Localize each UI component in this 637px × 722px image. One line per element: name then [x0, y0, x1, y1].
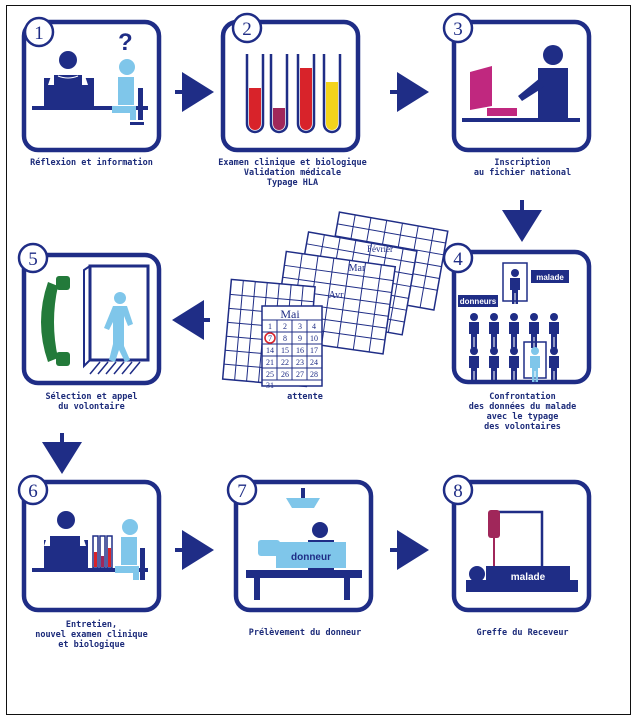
- donor-operation-icon: [246, 488, 362, 600]
- day: 28: [310, 370, 318, 379]
- day: 4: [312, 322, 316, 331]
- may-days: 1 2 3 4 7 8 9 10 14 15 16 17 21 22 23 24…: [266, 322, 318, 390]
- reflection-icon: ?: [32, 29, 148, 125]
- day: 9: [298, 334, 302, 343]
- calendar-back-month-2: Mar: [349, 263, 366, 274]
- malade-bed-label: malade: [511, 572, 546, 583]
- step-3-panel: 3: [442, 12, 592, 153]
- step-3-badge: [442, 12, 474, 44]
- matched-volunteer: [530, 347, 540, 382]
- calendar-month: Mai: [280, 307, 300, 321]
- step-4-panel: 4 malade donneurs: [442, 242, 592, 385]
- day: 16: [296, 346, 304, 355]
- step-3-caption: Inscription au fichier national: [473, 158, 572, 178]
- calendar-back-month-3: Février: [367, 244, 393, 254]
- step-2-badge: [231, 12, 263, 44]
- day: 27: [296, 370, 304, 379]
- day: 2: [283, 322, 287, 331]
- svg-text:?: ?: [118, 29, 133, 56]
- step-8-number: 8: [453, 481, 463, 502]
- step-7-caption: Prélèvement du donneur: [248, 628, 362, 638]
- day: 10: [310, 334, 318, 343]
- day: 1: [268, 322, 272, 331]
- day: 24: [310, 358, 318, 367]
- step-2-panel: 2: [220, 12, 361, 153]
- day: 15: [281, 346, 289, 355]
- step-6-badge: [17, 474, 49, 506]
- step-1-number: 1: [34, 23, 44, 44]
- day: 23: [296, 358, 304, 367]
- interview-icon: [32, 511, 148, 580]
- day: 31: [266, 381, 274, 390]
- day: 26: [281, 370, 289, 379]
- step-4-caption: Confrontation des données du malade avec…: [468, 392, 577, 432]
- step-7-badge: [226, 474, 258, 506]
- step-7-number: 7: [237, 481, 247, 502]
- step-2-caption: Examen clinique et biologique Validation…: [218, 158, 367, 188]
- step-5-caption: Sélection et appel du volontaire: [45, 392, 138, 412]
- step-5-badge: [17, 242, 49, 274]
- day: 21: [266, 358, 274, 367]
- waiting-caption: attente: [287, 392, 323, 402]
- phone-call-icon: [41, 264, 150, 375]
- step-5-number: 5: [28, 249, 38, 270]
- calendar-back-month-1: Avr: [329, 290, 344, 301]
- step-4-number: 4: [453, 249, 463, 270]
- step-2-number: 2: [242, 19, 252, 40]
- step-6-number: 6: [28, 481, 38, 502]
- step-1-caption: Réflexion et information: [30, 158, 153, 168]
- day: 17: [310, 346, 318, 355]
- waiting-calendars: [221, 211, 449, 388]
- may-calendar: [261, 305, 323, 387]
- malade-label: malade: [536, 273, 564, 282]
- day: 25: [266, 370, 274, 379]
- step-6-panel: 6: [17, 474, 162, 613]
- donneurs-label: donneurs: [460, 297, 497, 306]
- blood-tubes-icon: [245, 54, 342, 134]
- day: 22: [281, 358, 289, 367]
- step-1-panel: 1 ?: [21, 16, 162, 153]
- step-1-badge: [23, 16, 55, 48]
- step-3-number: 3: [453, 19, 463, 40]
- day: 14: [266, 346, 274, 355]
- transfusion-icon: [466, 510, 578, 592]
- computer-registration-icon: [462, 45, 580, 122]
- donneur-label: donneur: [291, 552, 331, 563]
- step-8-badge: [442, 474, 474, 506]
- step-5-panel: 5: [17, 242, 162, 386]
- day: 8: [283, 334, 287, 343]
- step-6-caption: Entretien, nouvel examen clinique et bio…: [35, 620, 148, 650]
- day: 3: [298, 322, 302, 331]
- step-8-caption: Greffe du Receveur: [476, 628, 569, 638]
- step-4-badge: [442, 242, 474, 274]
- step-7-panel: 7 donneur: [226, 474, 374, 613]
- step-8-panel: 8 malade: [442, 474, 592, 613]
- day: 7: [268, 334, 272, 343]
